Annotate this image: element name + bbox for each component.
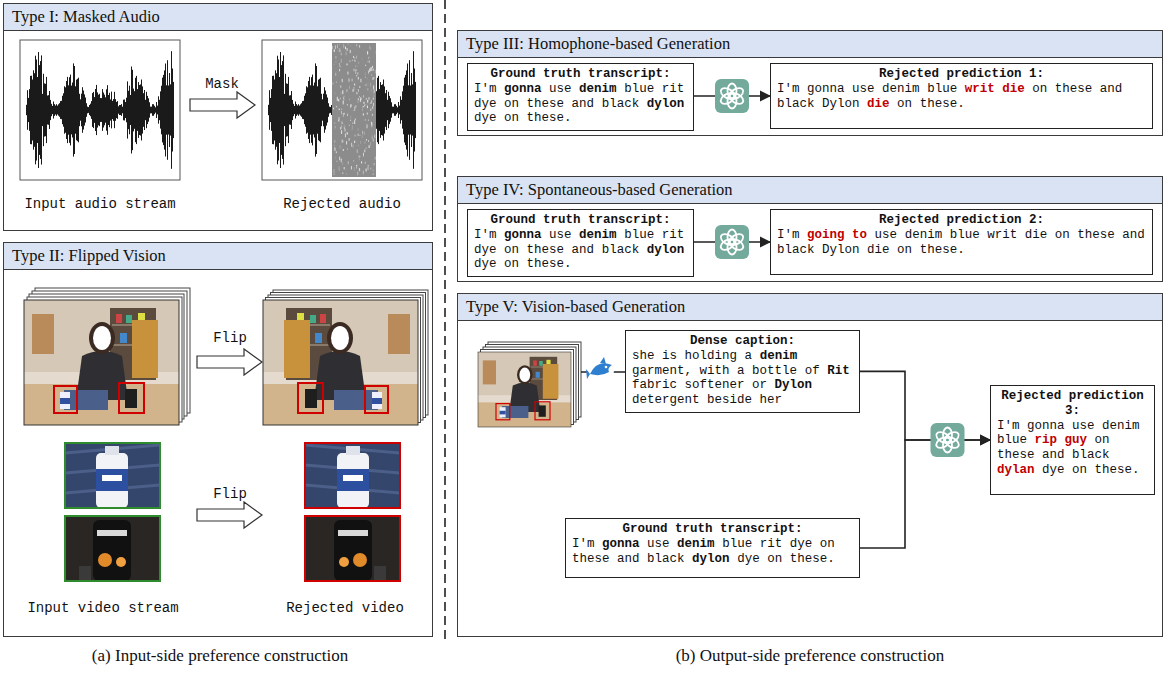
box-heading: Rejected prediction 1:	[777, 67, 1146, 82]
mask-region	[332, 43, 376, 177]
step-label: Rejected video	[286, 600, 404, 616]
caption: (a) Input-side preference construction	[92, 646, 348, 666]
panel-header: Type II: Flipped Vision	[4, 243, 432, 270]
key-word: denim	[677, 537, 715, 551]
changed-word: guy	[1065, 433, 1088, 447]
changed-word: writ	[965, 82, 995, 96]
step-label: Mask	[205, 76, 239, 92]
dolphin-icon	[586, 357, 614, 383]
gpt-icon	[715, 225, 749, 259]
flipped-video-frames	[263, 290, 428, 425]
flipped-thumbnail	[305, 516, 400, 581]
key-word: denim	[579, 228, 617, 242]
box-body: she is holding a denim garment, with a b…	[632, 349, 853, 408]
box-body: I'm gonna use denim blue rit dye on thes…	[572, 537, 853, 567]
box-heading: Ground truth transcript:	[474, 213, 687, 228]
panel-header: Type I: Masked Audio	[4, 4, 432, 31]
box-heading: Rejected prediction 2:	[777, 213, 1146, 228]
video-frames	[478, 342, 581, 427]
thumbnail	[65, 443, 160, 508]
key-word: denim	[579, 82, 617, 96]
changed-word: to	[852, 228, 867, 242]
step-label: Input video stream	[27, 600, 178, 616]
box-body: I'm gonna use denim blue writ die on the…	[777, 82, 1146, 112]
key-word: dylon	[647, 243, 685, 257]
arrow	[860, 440, 990, 548]
waveform	[27, 51, 174, 169]
gpt-icon	[715, 79, 749, 113]
panel-header: Type III: Homophone-based Generation	[458, 31, 1162, 58]
block-arrow	[197, 502, 262, 528]
text-box: Ground truth transcript:I'm gonna use de…	[565, 518, 860, 578]
step-label: Flip	[213, 486, 247, 502]
changed-word: dylan	[997, 463, 1035, 477]
text-box: Rejected prediction 2:I'm going to use d…	[770, 209, 1153, 275]
gpt-icon	[931, 423, 965, 457]
panel: Type IV: Spontaneous-based GenerationGro…	[457, 176, 1163, 282]
box-body: I'm going to use denim blue writ die on …	[777, 228, 1146, 258]
changed-word: going	[807, 228, 845, 242]
box-body: I'm gonna use denim blue rip guy on thes…	[997, 419, 1148, 478]
waveform-frame	[262, 40, 422, 180]
video-frames	[24, 288, 190, 425]
thumbnail	[65, 516, 160, 581]
box-heading: Ground truth transcript:	[474, 67, 687, 82]
changed-word: rip	[1035, 433, 1058, 447]
box-body: I'm gonna use denim blue rit dye on thes…	[474, 228, 687, 272]
panel-header: Type IV: Spontaneous-based Generation	[458, 177, 1162, 204]
key-word: Rit	[827, 364, 850, 378]
key-word: Dylon	[775, 378, 813, 392]
step-label: Input audio stream	[24, 196, 175, 212]
step-label: Rejected audio	[283, 196, 401, 212]
box-heading: Rejected prediction 3:	[997, 389, 1148, 419]
arrow	[860, 371, 990, 440]
key-word: gonna	[504, 82, 542, 96]
separator	[444, 0, 446, 640]
panel: Type III: Homophone-based GenerationGrou…	[457, 30, 1163, 136]
step-label: Flip	[213, 330, 247, 346]
key-word: gonna	[504, 228, 542, 242]
key-word: denim	[760, 349, 798, 363]
flipped-thumbnail	[305, 443, 400, 508]
key-word: dylon	[692, 552, 730, 566]
text-box: Rejected prediction 3:I'm gonna use deni…	[990, 385, 1155, 495]
box-heading: Dense caption:	[632, 334, 853, 349]
box-body: I'm gonna use denim blue rit dye on thes…	[474, 82, 687, 126]
waveform-frame	[20, 40, 180, 180]
text-box: Rejected prediction 1:I'm gonna use deni…	[770, 63, 1153, 129]
block-arrow	[190, 92, 255, 118]
panel: Type II: Flipped Vision	[3, 242, 433, 637]
text-box: Ground truth transcript:I'm gonna use de…	[467, 63, 694, 131]
panel-header: Type V: Vision-based Generation	[458, 294, 1162, 321]
text-box: Dense caption:she is holding a denim gar…	[625, 330, 860, 413]
changed-word: die	[867, 97, 890, 111]
caption: (b) Output-side preference construction	[676, 646, 945, 666]
block-arrow	[197, 349, 262, 375]
changed-word: die	[1002, 82, 1025, 96]
panel: Type V: Vision-based GenerationDense cap…	[457, 293, 1163, 637]
key-word: gonna	[602, 537, 640, 551]
box-heading: Ground truth transcript:	[572, 522, 853, 537]
text-box: Ground truth transcript:I'm gonna use de…	[467, 209, 694, 277]
key-word: dylon	[647, 97, 685, 111]
